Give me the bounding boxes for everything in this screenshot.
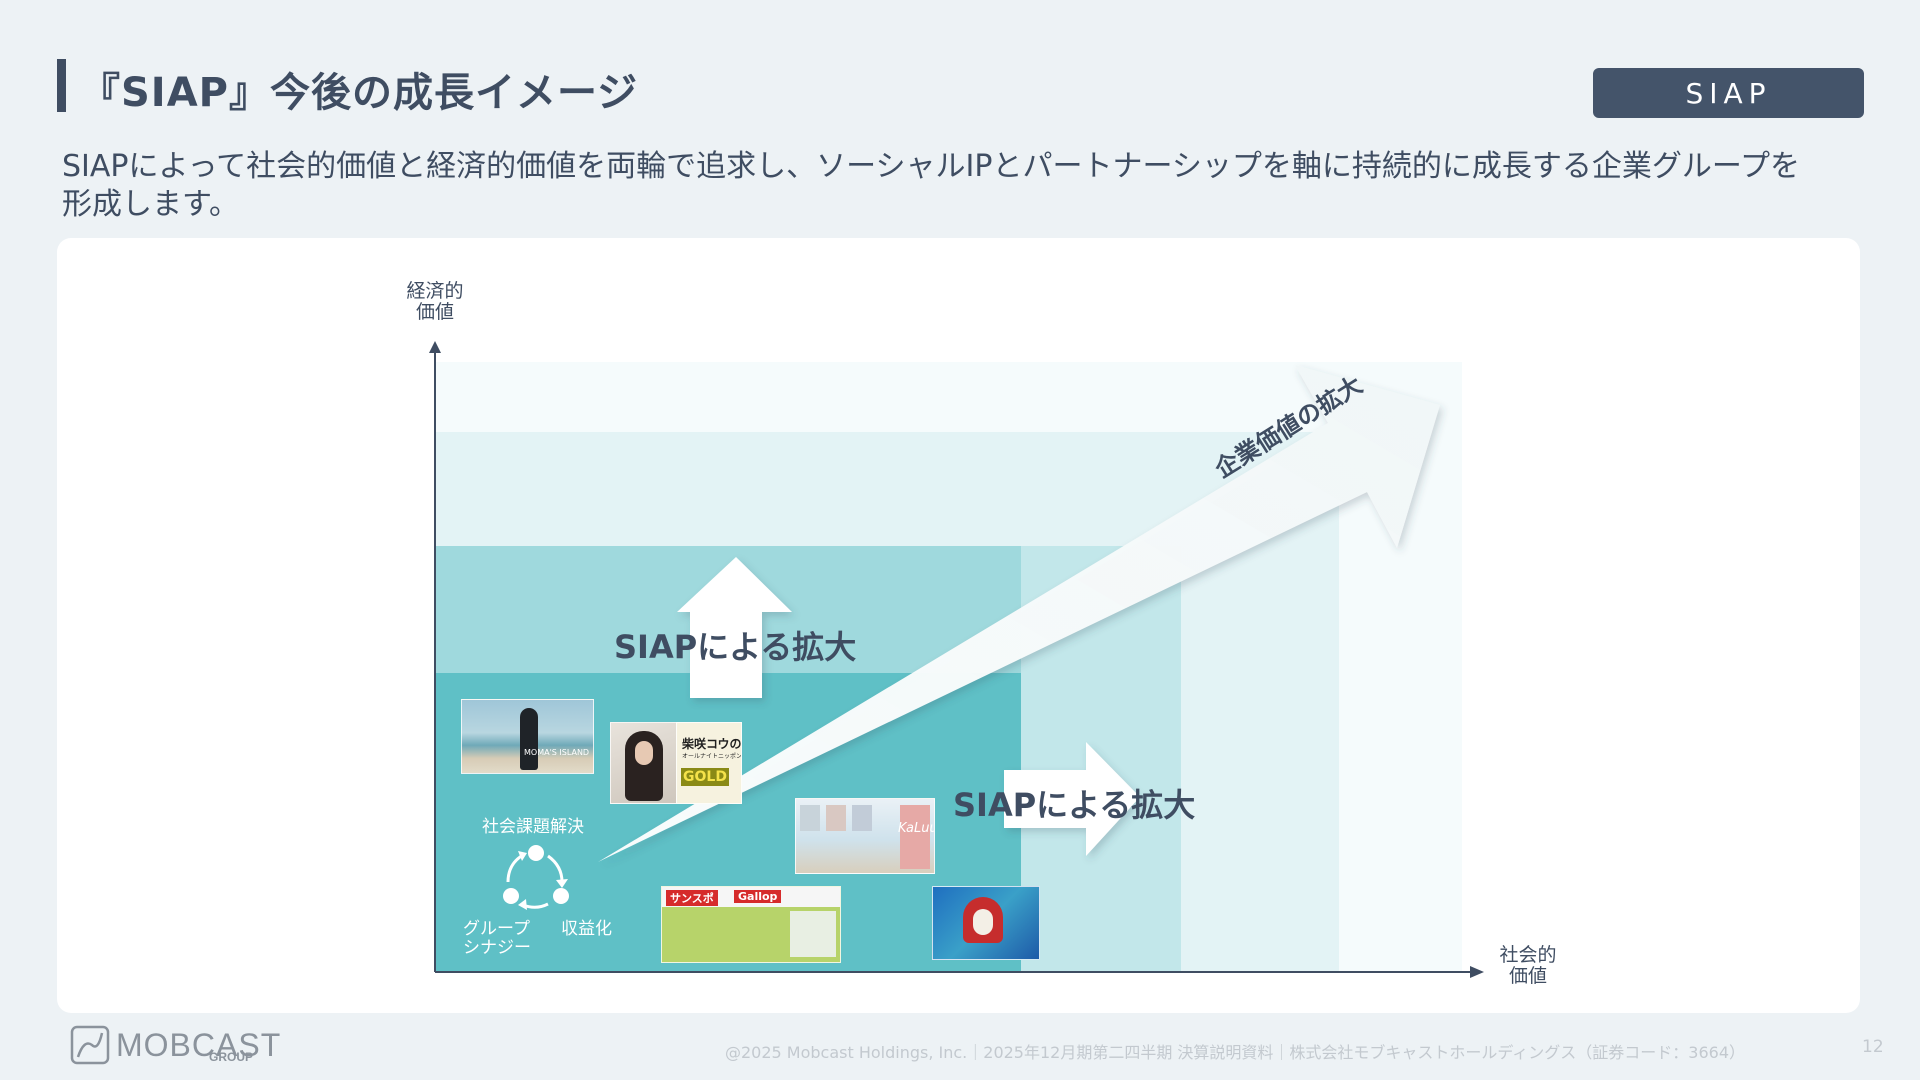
horizontal-expansion-label: SIAPによる拡大 [953, 786, 1196, 824]
thumbnail-beach-figure [520, 708, 538, 770]
thumbnail-radio-gold: GOLD [681, 768, 729, 786]
cycle-label-social-issue: 社会課題解決 [482, 817, 584, 837]
diagonal-growth-arrow [598, 365, 1440, 862]
x-axis-label: 社会的 価値 [1499, 944, 1557, 987]
x-axis-arrowhead [1470, 966, 1484, 978]
thumbnail-radio-sub: オールナイトニッポン [682, 753, 742, 760]
thumbnail-photo-1 [800, 805, 820, 831]
page-title: 『SIAP』今後の成長イメージ [80, 70, 639, 116]
y-axis-label: 経済的 価値 [406, 280, 464, 323]
thumbnail-sports-logo2: Gallop [734, 890, 782, 903]
vertical-expansion-arrow [677, 557, 792, 698]
thumbnail-portrait [610, 722, 677, 804]
thumbnail-portrait-face [635, 741, 653, 765]
thumbnail-photo-script: KaLuu [898, 821, 935, 836]
thumbnail-photo-4 [900, 805, 930, 869]
thumbnail-radio: 柴咲コウの オールナイトニッポン GOLD [676, 722, 742, 804]
horizontal-expansion-arrow [1004, 742, 1140, 856]
mobcast-logo-icon [70, 1025, 110, 1065]
title-accent-bar [57, 59, 66, 112]
thumbnail-sports-logo: サンスポ [666, 890, 718, 906]
vertical-expansion-label: SIAPによる拡大 [614, 628, 857, 666]
thumbnail-photo-3 [852, 805, 872, 831]
thumbnail-beach-caption: MOMA'S ISLAND [524, 748, 590, 757]
y-axis-arrowhead [429, 341, 441, 353]
thumbnail-radio-name: 柴咲コウの [682, 737, 742, 751]
mobcast-logo-text: MOBCAST [116, 1026, 282, 1063]
thumbnail-photo-grid: KaLuu [795, 798, 935, 874]
thumbnail-sports-paper: サンスポ Gallop [661, 886, 841, 963]
thumbnail-sports-insert [790, 911, 836, 957]
page-number: 12 [1862, 1037, 1884, 1057]
cycle-label-group-synergy: グループ シナジー [463, 919, 531, 958]
thumbnail-beach: MOMA'S ISLAND [461, 699, 594, 774]
thumbnail-photo-2 [826, 805, 846, 831]
cycle-label-monetization: 収益化 [561, 919, 612, 939]
mobcast-logo-subtext: GROUP [209, 1050, 254, 1064]
thumbnail-hooded-art [932, 886, 1040, 960]
section-tag: SIAP [1593, 68, 1864, 118]
footer-copyright: @2025 Mobcast Holdings, Inc.｜2025年12月期第二… [725, 1043, 1746, 1062]
thumbnail-hooded-face [973, 909, 993, 935]
page-subtitle: SIAPによって社会的価値と経済的価値を両輪で追求し、ソーシャルIPとパートナー… [62, 149, 1801, 222]
cycle-icon [503, 845, 569, 910]
mobcast-logo: MOBCAST [70, 1025, 281, 1065]
